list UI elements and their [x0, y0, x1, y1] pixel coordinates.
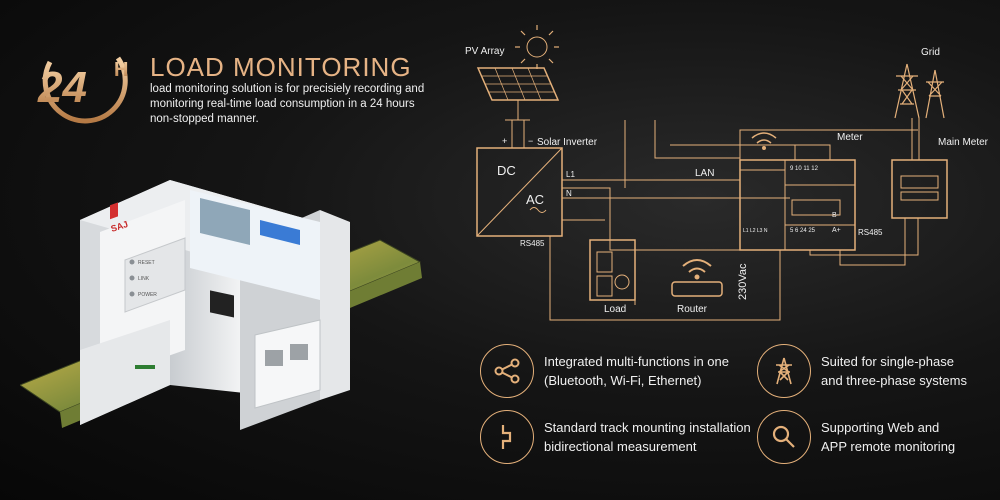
- page-description: load monitoring solution is for precisie…: [150, 83, 425, 125]
- energy-meter-product-image: SAJ RESET LINK POWER: [20, 180, 422, 430]
- din-rail-icon: [480, 410, 534, 464]
- pv-plus-label: +: [502, 136, 507, 146]
- feature-line1: Integrated multi-functions in one: [544, 354, 729, 369]
- main-meter-label: Main Meter: [938, 137, 989, 148]
- feature-line2: and three-phase systems: [821, 373, 967, 388]
- l1-label: L1: [566, 170, 575, 179]
- pv-minus-label: −: [528, 136, 533, 146]
- feature-multi-functions: Integrated multi-functions in one (Blueto…: [480, 344, 729, 398]
- 24h-badge-icon: 24 H: [37, 56, 128, 124]
- load-label: Load: [604, 304, 626, 315]
- led-reset-label: RESET: [138, 260, 155, 266]
- grid-label: Grid: [921, 47, 940, 58]
- feature-line1: Suited for single-phase: [821, 354, 954, 369]
- feature-line2: (Bluetooth, Wi-Fi, Ethernet): [544, 373, 702, 388]
- inverter-rs485-label: RS485: [520, 239, 545, 248]
- meter-b-minus-label: B-: [832, 212, 840, 219]
- feature-line2: bidirectional measurement: [544, 439, 697, 454]
- transmission-tower-icon: [757, 344, 811, 398]
- feature-line1: Supporting Web and: [821, 420, 940, 435]
- meter-label: Meter: [837, 132, 863, 143]
- feature-track-mounting: Standard track mounting installation bidi…: [480, 410, 751, 464]
- lan-label: LAN: [695, 168, 714, 179]
- led-power-label: POWER: [138, 292, 157, 298]
- badge-number: 24: [37, 63, 87, 112]
- pv-array-label: PV Array: [465, 46, 504, 57]
- router-label: Router: [677, 304, 708, 315]
- magnifier-icon: [757, 410, 811, 464]
- feature-line2: APP remote monitoring: [821, 439, 956, 454]
- page-title: LOAD MONITORING: [150, 52, 412, 82]
- dc-label: DC: [497, 163, 516, 178]
- meter-ct-terminals: L1 L2 L3 N: [743, 228, 768, 234]
- voltage-label: 230Vac: [737, 263, 749, 300]
- feature-phase-systems: Suited for single-phase and three-phase s…: [757, 344, 967, 398]
- badge-letter: H: [114, 59, 128, 81]
- n-label: N: [566, 189, 572, 198]
- meter-a-plus-label: A+: [832, 227, 841, 234]
- led-link-label: LINK: [138, 276, 150, 282]
- share-icon: [480, 344, 534, 398]
- ac-label: AC: [526, 192, 544, 207]
- meter-bottom-terminals: 5 6 24 25: [790, 228, 816, 234]
- wiring-diagram: PV Array Grid Solar Inverter Meter Main …: [465, 25, 989, 321]
- feature-line1: Standard track mounting installation: [544, 420, 751, 435]
- solar-inverter-label: Solar Inverter: [537, 137, 598, 148]
- meter-rs485-label: RS485: [858, 228, 883, 237]
- meter-top-terminals: 9 10 11 12: [790, 166, 819, 172]
